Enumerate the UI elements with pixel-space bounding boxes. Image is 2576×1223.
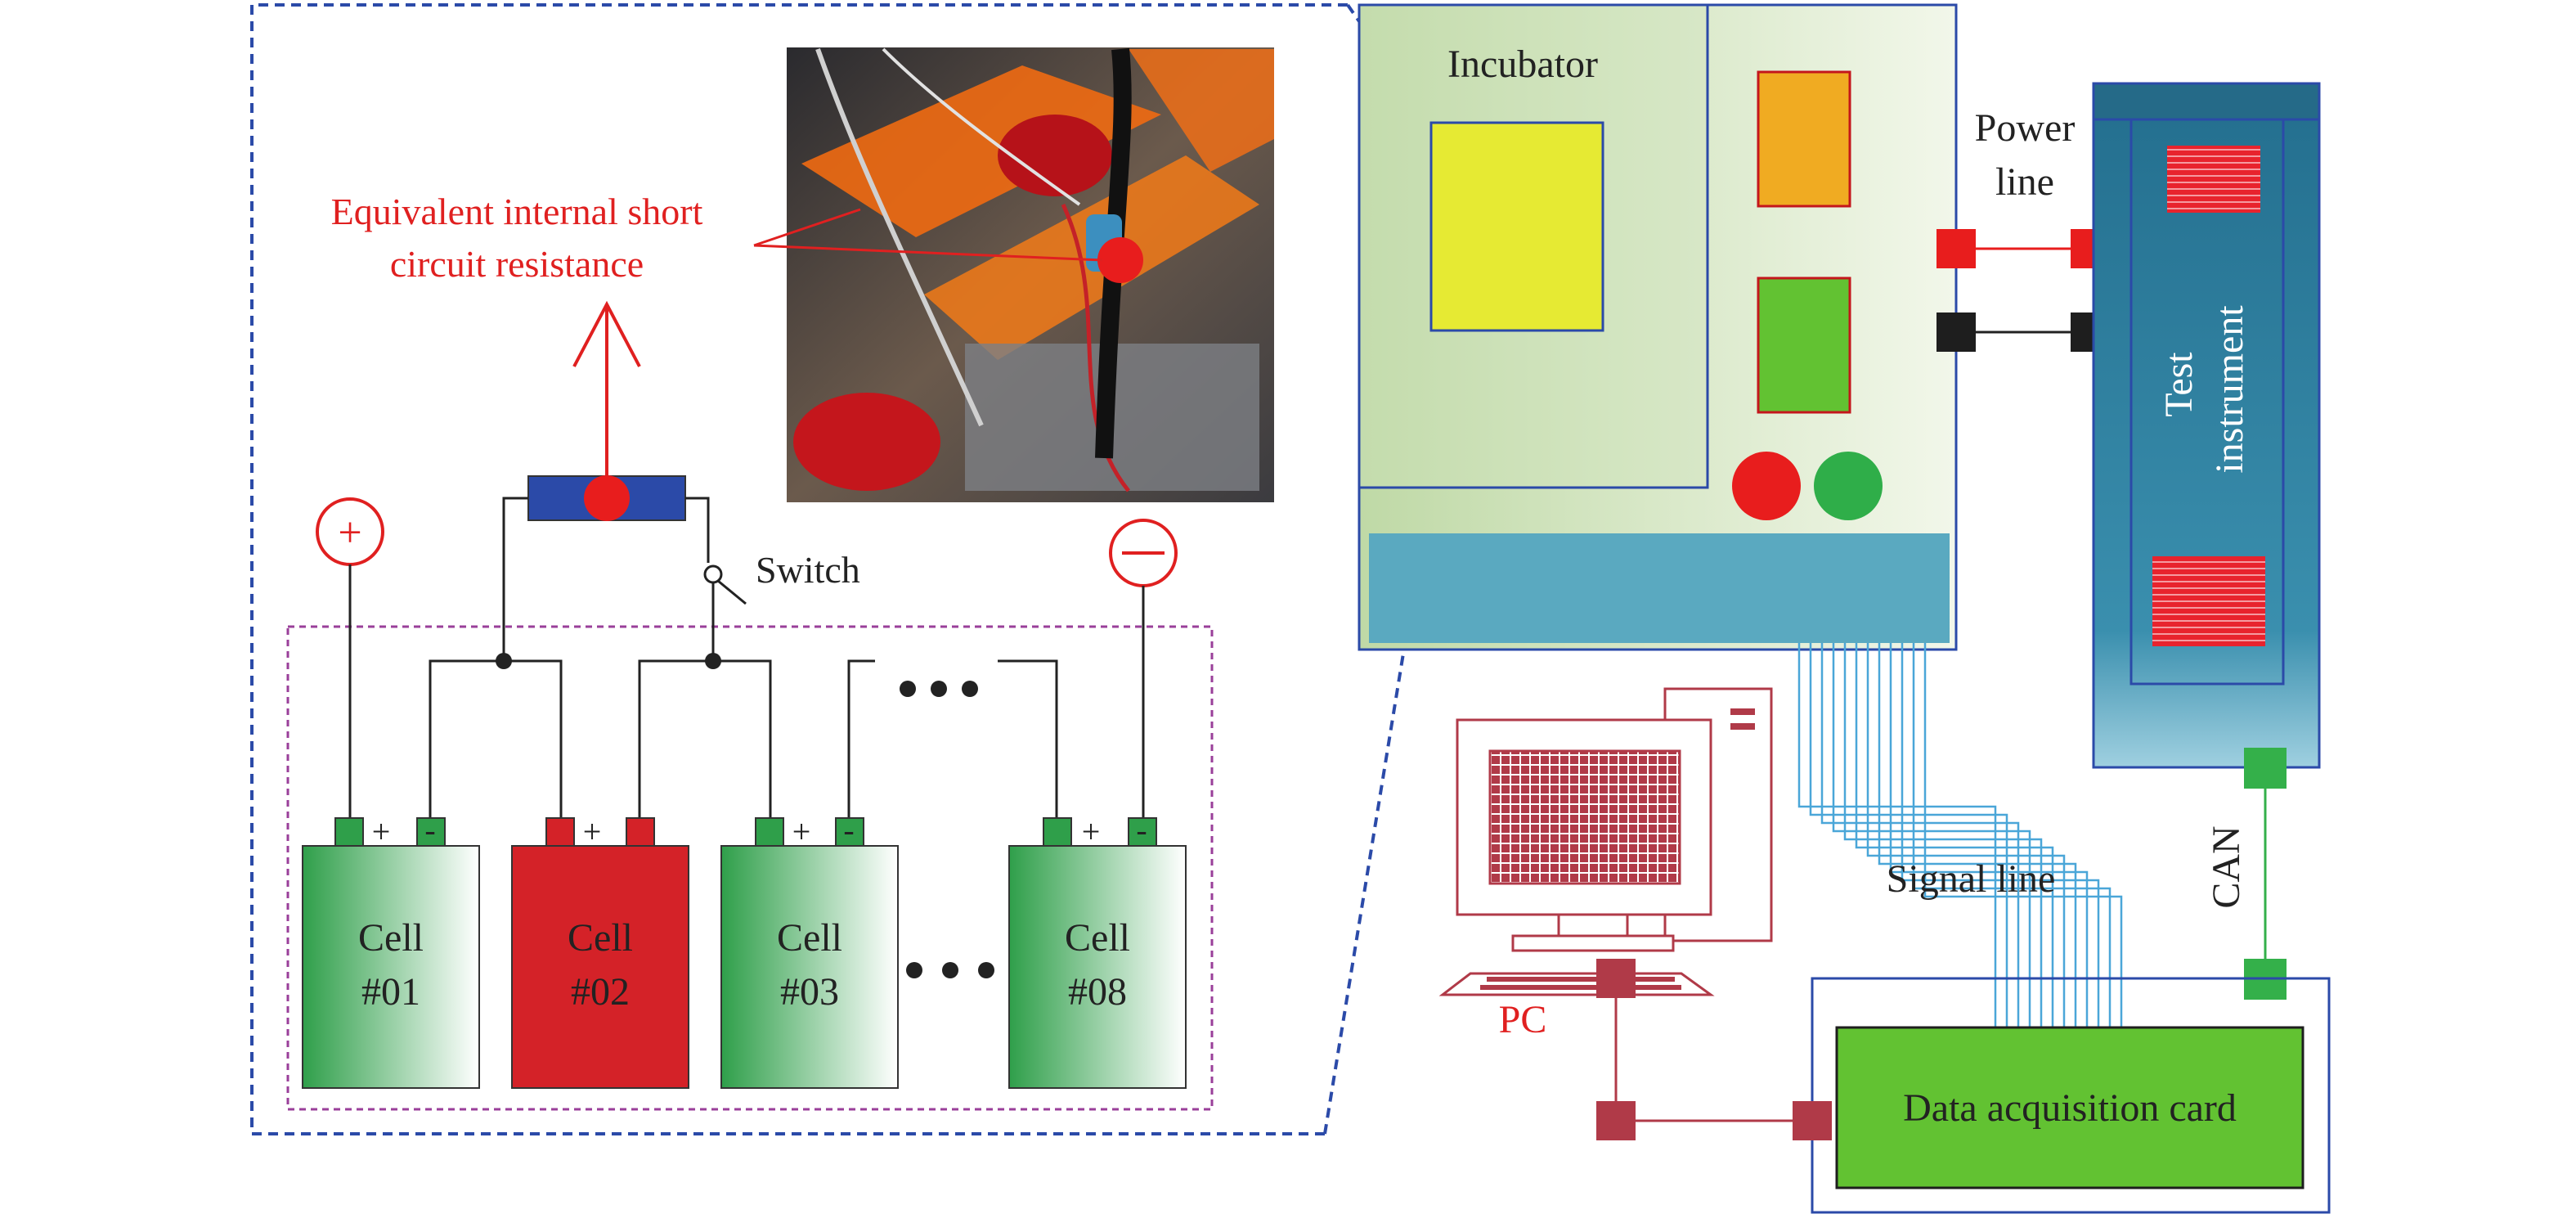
- signal-wire: [1923, 643, 2123, 1027]
- cell-01-minus: -: [424, 812, 435, 848]
- cell-01-label-line2: #01: [361, 970, 420, 1014]
- test-instrument-label-line1: Test: [2157, 352, 2201, 417]
- can-connector-top: [2244, 748, 2287, 789]
- resistance-arrow-head: [572, 300, 641, 367]
- wire-cell03-gap: [847, 659, 875, 818]
- pack-positive-sign: +: [338, 510, 361, 556]
- switch-lever: [717, 579, 747, 605]
- junction-dot-1: [496, 653, 512, 669]
- cell-03: + - Cell #03: [720, 812, 899, 1089]
- test-instrument-top-strip: [2092, 82, 2321, 121]
- incubator-green-panel: [1757, 277, 1851, 414]
- wire-gap-cell08: [998, 659, 1058, 818]
- photo-battery-pack: [787, 47, 1274, 502]
- resistance-pointer-lower: [753, 244, 1103, 262]
- cell-08-plus: +: [1082, 813, 1101, 850]
- signal-wire: [1878, 643, 2077, 1027]
- power-line-label-line1: Power: [1975, 106, 2076, 150]
- resistor-wire-right: [685, 497, 710, 563]
- cell-08-minus: -: [1136, 812, 1147, 848]
- daq-outer-frame: [1811, 977, 2331, 1214]
- cell-01-label-line1: Cell: [358, 916, 424, 960]
- ellipsis-dot-mid-2: [942, 962, 958, 978]
- cell-02-label-line1: Cell: [568, 916, 633, 960]
- cell-02: + Cell #02: [511, 813, 689, 1089]
- power-connector-red-left: [1936, 229, 1976, 268]
- incubator-orange-panel: [1757, 70, 1851, 208]
- daq-card: [1835, 1026, 2304, 1189]
- signal-wire: [1797, 643, 1997, 1027]
- ellipsis-dot-mid-3: [978, 962, 994, 978]
- daq-label: Data acquisition card: [1903, 1086, 2237, 1130]
- resistance-label-line2: circuit resistance: [390, 243, 644, 285]
- resistor-marker: [584, 475, 630, 521]
- photo-resistor-marker: [1097, 237, 1143, 283]
- junction-dot-2: [705, 653, 721, 669]
- wire-cell01-cell02: [429, 659, 563, 818]
- ellipsis-dot-top-2: [931, 681, 947, 697]
- test-instrument-upper-vent: [2167, 146, 2260, 213]
- cell-03-plus: +: [792, 813, 811, 850]
- resistor-wire-left: [502, 497, 528, 661]
- pc-keyboard-keys: [1480, 977, 1681, 990]
- cell-03-label-line1: Cell: [777, 916, 842, 960]
- signal-wire: [1855, 643, 2054, 1027]
- wire-cell02-cell03: [638, 659, 772, 818]
- cell-08-label-line1: Cell: [1065, 916, 1130, 960]
- signal-wire: [1843, 643, 2043, 1027]
- pack-frame: [286, 625, 1214, 1111]
- cell-02-plus: +: [583, 813, 602, 850]
- pc-connector-corner: [1596, 1101, 1636, 1140]
- incubator-label: Incubator: [1447, 43, 1598, 86]
- test-instrument-label-line2: instrument: [2208, 305, 2251, 474]
- zoom-frame: [250, 3, 1348, 1135]
- power-line-label-line2: line: [1995, 160, 2054, 204]
- incubator-yellow-panel: [1429, 121, 1604, 332]
- signal-wire-bundle: [1797, 643, 2123, 1027]
- cell-03-minus: -: [843, 812, 854, 848]
- pc-label: PC: [1499, 998, 1547, 1041]
- resistance-pointer-upper: [753, 208, 861, 247]
- cell-02-label-line2: #02: [571, 970, 630, 1014]
- incubator-green-button: [1814, 452, 1883, 520]
- pc-connector-top: [1596, 959, 1636, 998]
- resistance-label-line1: Equivalent internal short: [331, 191, 703, 232]
- cell-01: + - Cell #01: [302, 812, 480, 1089]
- signal-line-label: Signal line: [1887, 857, 2056, 901]
- can-label: CAN: [2205, 825, 2248, 908]
- incubator-base-bar: [1369, 533, 1950, 643]
- signal-wire: [1866, 643, 2066, 1027]
- cell-08: + - Cell #08: [1008, 812, 1187, 1089]
- signal-wire: [1889, 643, 2089, 1027]
- cell-03-label-line2: #03: [780, 970, 839, 1014]
- power-connector-black-left: [1936, 312, 1976, 352]
- ellipsis-dot-top-1: [900, 681, 916, 697]
- pc-icon: [1438, 687, 1773, 996]
- pc-connector-daq: [1793, 1101, 1832, 1140]
- signal-wire: [1820, 643, 2020, 1027]
- signal-wire: [1901, 643, 2100, 1027]
- ellipsis-dot-mid-1: [906, 962, 922, 978]
- ellipsis-dot-top-3: [962, 681, 978, 697]
- incubator-red-button: [1732, 452, 1801, 520]
- test-instrument-lower-vent: [2152, 556, 2265, 646]
- signal-wire: [1912, 643, 2112, 1027]
- switch-label: Switch: [756, 549, 860, 591]
- test-instrument-inner-panel: [2129, 118, 2285, 686]
- signal-wire: [1832, 643, 2031, 1027]
- cell-01-plus: +: [372, 813, 391, 850]
- pc-data-wire: [1614, 978, 1812, 1122]
- cell-08-label-line2: #08: [1068, 970, 1127, 1014]
- signal-wire: [1809, 643, 2008, 1027]
